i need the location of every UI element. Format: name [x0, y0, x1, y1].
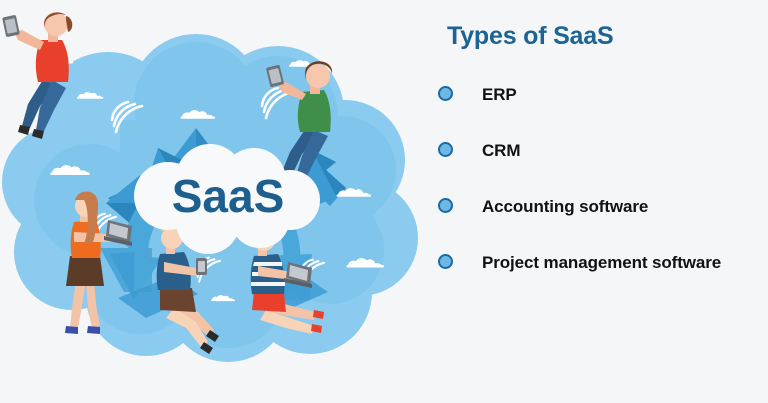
bullet-circle-icon: [438, 254, 453, 269]
list-item-label: Project management software: [482, 253, 722, 272]
list-item[interactable]: ERP: [438, 82, 768, 112]
list-item-label: CRM: [482, 141, 521, 160]
person-navy-shirt-phone: [156, 224, 222, 354]
list-item[interactable]: CRM: [438, 138, 768, 168]
list-item[interactable]: Accounting software: [438, 194, 768, 224]
types-list: ERP CRM Accounting software Project mana…: [438, 82, 768, 280]
list-item-label: ERP: [482, 85, 517, 104]
center-cloud-badge: [134, 144, 320, 254]
center-cloud-label: SaaS: [172, 170, 285, 222]
bullet-circle-icon: [438, 142, 453, 157]
person-red-shirt-tablet: [2, 12, 144, 139]
bullet-circle-icon: [438, 198, 453, 213]
saas-cloud-illustration: SaaS: [2, 12, 418, 362]
illustration-canvas: SaaS: [2, 12, 418, 362]
bullet-circle-icon: [438, 86, 453, 101]
types-panel: Types of SaaS ERP CRM Accounting softwar…: [430, 0, 768, 403]
person-orange-top-laptop: [65, 191, 132, 334]
list-item[interactable]: Project management software: [438, 250, 768, 280]
person-striped-shirt-laptop: [250, 226, 326, 334]
list-item-label: Accounting software: [482, 197, 649, 216]
page-title: Types of SaaS: [447, 22, 614, 50]
